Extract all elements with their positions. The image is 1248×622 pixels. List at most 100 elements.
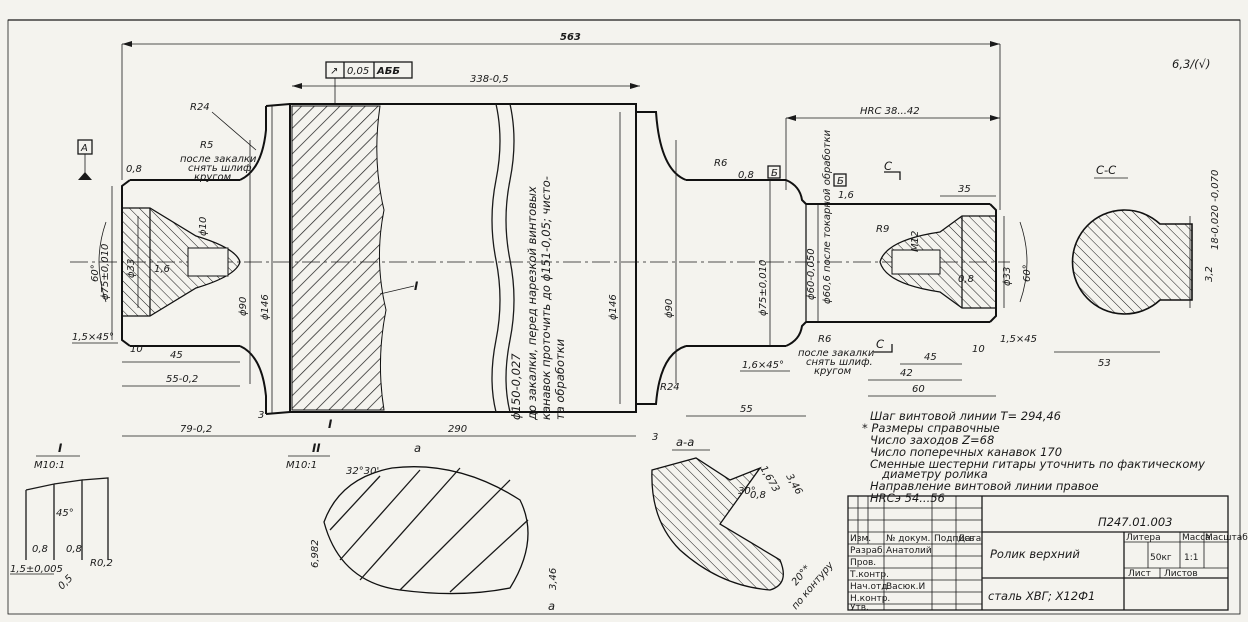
svg-text:Н.контр.: Н.контр. xyxy=(850,594,890,604)
svg-text:60: 60 xyxy=(912,384,925,395)
svg-text:6,982: 6,982 xyxy=(310,539,321,568)
svg-text:С-С: С-С xyxy=(1096,163,1116,177)
dim-d75-right: ϕ75±0,010 xyxy=(758,260,769,316)
svg-text:0,5: 0,5 xyxy=(56,573,75,592)
svg-text:I: I xyxy=(58,441,63,455)
svg-text:Т.контр.: Т.контр. xyxy=(849,570,889,580)
svg-text:35: 35 xyxy=(958,184,971,195)
svg-text:290: 290 xyxy=(448,424,467,435)
svg-text:3: 3 xyxy=(652,432,658,443)
svg-text:30°: 30° xyxy=(738,486,756,497)
svg-text:Число заходов Z=68: Число заходов Z=68 xyxy=(870,433,994,447)
r5-note-3: кругом xyxy=(194,172,232,183)
label-chamfer-right: 1,5×45 xyxy=(1000,334,1037,345)
svg-text:диаметру ролика: диаметру ролика xyxy=(881,467,988,481)
dim-d146-right: ϕ146 xyxy=(608,294,619,320)
callout-I-1: I xyxy=(414,279,419,293)
svg-text:Пров.: Пров. xyxy=(850,558,876,568)
note-d150: ϕ150-0,027 xyxy=(509,353,523,420)
svg-text:Сменные шестерни гитары уточни: Сменные шестерни гитары уточнить по факт… xyxy=(870,457,1205,471)
note-center-1: до закалки, перед нарезкой винтовых xyxy=(525,186,539,421)
svg-text:10: 10 xyxy=(130,344,143,355)
svg-text:Масштаб: Масштаб xyxy=(1205,533,1248,543)
svg-text:Масса: Масса xyxy=(1182,533,1211,543)
label-r6-bottom: R6 xyxy=(818,334,831,345)
svg-text:Листов: Листов xyxy=(1164,569,1198,579)
dim-d10: ϕ10 xyxy=(198,217,209,236)
datum-a: A xyxy=(77,139,93,180)
svg-text:3,46: 3,46 xyxy=(548,568,559,590)
datum-b-1: Б xyxy=(767,165,781,179)
svg-text:1:1: 1:1 xyxy=(1184,553,1198,563)
section-c-marker: С xyxy=(884,159,892,173)
label-chamfer-16: 1,6×45° xyxy=(742,360,784,371)
svg-text:Разраб.: Разраб. xyxy=(850,546,885,556)
part-name: Ролик верхний xyxy=(990,547,1080,561)
svg-text:55: 55 xyxy=(740,404,753,415)
svg-text:45°: 45° xyxy=(56,508,74,519)
dim-d146-left: ϕ146 xyxy=(260,294,271,320)
detail-I: I М10:1 45° R0,2 0,8 0,8 1,5±0,005 0,5 xyxy=(10,441,113,592)
svg-text:42: 42 xyxy=(900,368,913,379)
datum-b-2: Б xyxy=(833,173,847,187)
roughness-08-a: 0,8 xyxy=(126,164,142,175)
title-block: Изм. Разраб. Пров. Т.контр. Нач.отд. Н.к… xyxy=(847,495,1248,613)
svg-text:79-0,2: 79-0,2 xyxy=(180,424,212,435)
svg-text:Подпись: Подпись xyxy=(934,534,974,544)
section-cc: С-С 18-0,020 -0,070 3,2 53 xyxy=(1054,163,1221,369)
svg-text:Лист: Лист xyxy=(1128,569,1151,579)
svg-text:0,8: 0,8 xyxy=(32,544,48,555)
roughness-symbol: 6,3/(√) xyxy=(1172,57,1210,71)
svg-text:↗: ↗ xyxy=(330,66,338,77)
part-material: сталь ХВГ; Х12Ф1 xyxy=(988,589,1095,603)
svg-text:II: II xyxy=(312,441,321,455)
label-r24-top: R24 xyxy=(190,102,210,113)
label-chamfer-left: 1,5×45° xyxy=(72,332,114,343)
svg-text:Анатолий: Анатолий xyxy=(886,546,932,556)
svg-text:55-0,2: 55-0,2 xyxy=(166,374,198,385)
label-r9: R9 xyxy=(876,224,889,235)
callout-I-2: I xyxy=(328,417,333,431)
svg-text:45: 45 xyxy=(170,350,183,361)
svg-text:Б: Б xyxy=(771,168,778,179)
detail-II: II М10:1 32°30' 6,982 3,46 а а xyxy=(286,441,559,613)
r5-note-2: снять шлиф. xyxy=(188,163,255,174)
dim-d33-right: ϕ33 xyxy=(1002,267,1013,286)
left-center-bore xyxy=(122,207,241,317)
svg-text:Литера: Литера xyxy=(1126,533,1161,543)
svg-text:50кг: 50кг xyxy=(1150,553,1172,563)
svg-text:а-а: а-а xyxy=(676,435,694,449)
dim-d33-left: ϕ33 xyxy=(126,259,137,278)
svg-text:3,2: 3,2 xyxy=(1204,266,1215,282)
svg-text:Число поперечных канавок 170: Число поперечных канавок 170 xyxy=(870,445,1062,459)
svg-text:Нач.отд.: Нач.отд. xyxy=(850,582,890,592)
svg-text:АББ: АББ xyxy=(376,66,400,77)
svg-text:М10:1: М10:1 xyxy=(286,460,317,471)
dim-d60: ϕ60-0,050 xyxy=(806,248,817,300)
shaft-outline xyxy=(121,103,997,415)
dim-roller-length: 338-0,5 xyxy=(470,74,509,85)
r5-note-1: после закалки xyxy=(180,154,257,165)
dim-d90-right: ϕ90 xyxy=(664,299,675,318)
svg-text:18-0,020 -0,070: 18-0,020 -0,070 xyxy=(1210,170,1221,250)
dim-overall: 563 xyxy=(560,32,581,43)
dim-d75-left: ϕ75±0,010 xyxy=(100,244,111,300)
doc-number: П247.01.003 xyxy=(1098,515,1173,529)
svg-text:3: 3 xyxy=(258,410,264,421)
angle-60-left: 60° xyxy=(90,264,101,282)
r6-note-1: после закалки xyxy=(798,348,875,359)
roughness-08-c: 0,8 xyxy=(958,274,974,285)
label-r5: R5 xyxy=(200,140,213,151)
svg-text:0,8: 0,8 xyxy=(750,490,766,501)
label-r6-top: R6 xyxy=(714,158,727,169)
section-c-marker-2: С xyxy=(876,337,884,351)
svg-text:Васюк.И: Васюк.И xyxy=(886,582,925,592)
geometric-tolerance-frame: ↗ 0,05 АББ xyxy=(325,61,413,104)
svg-text:3,46: 3,46 xyxy=(783,472,804,497)
svg-text:* Размеры справочные: * Размеры справочные xyxy=(862,421,1000,435)
lower-dimensions: 45 55-0,2 79-0,2 290 3 3 10 55 45 42 60 … xyxy=(122,184,996,443)
angle-60-right: 60° xyxy=(1022,264,1033,282)
note-center-3: та обработки xyxy=(553,338,567,420)
dim-hrc-zone: HRC 38...42 xyxy=(860,106,920,117)
